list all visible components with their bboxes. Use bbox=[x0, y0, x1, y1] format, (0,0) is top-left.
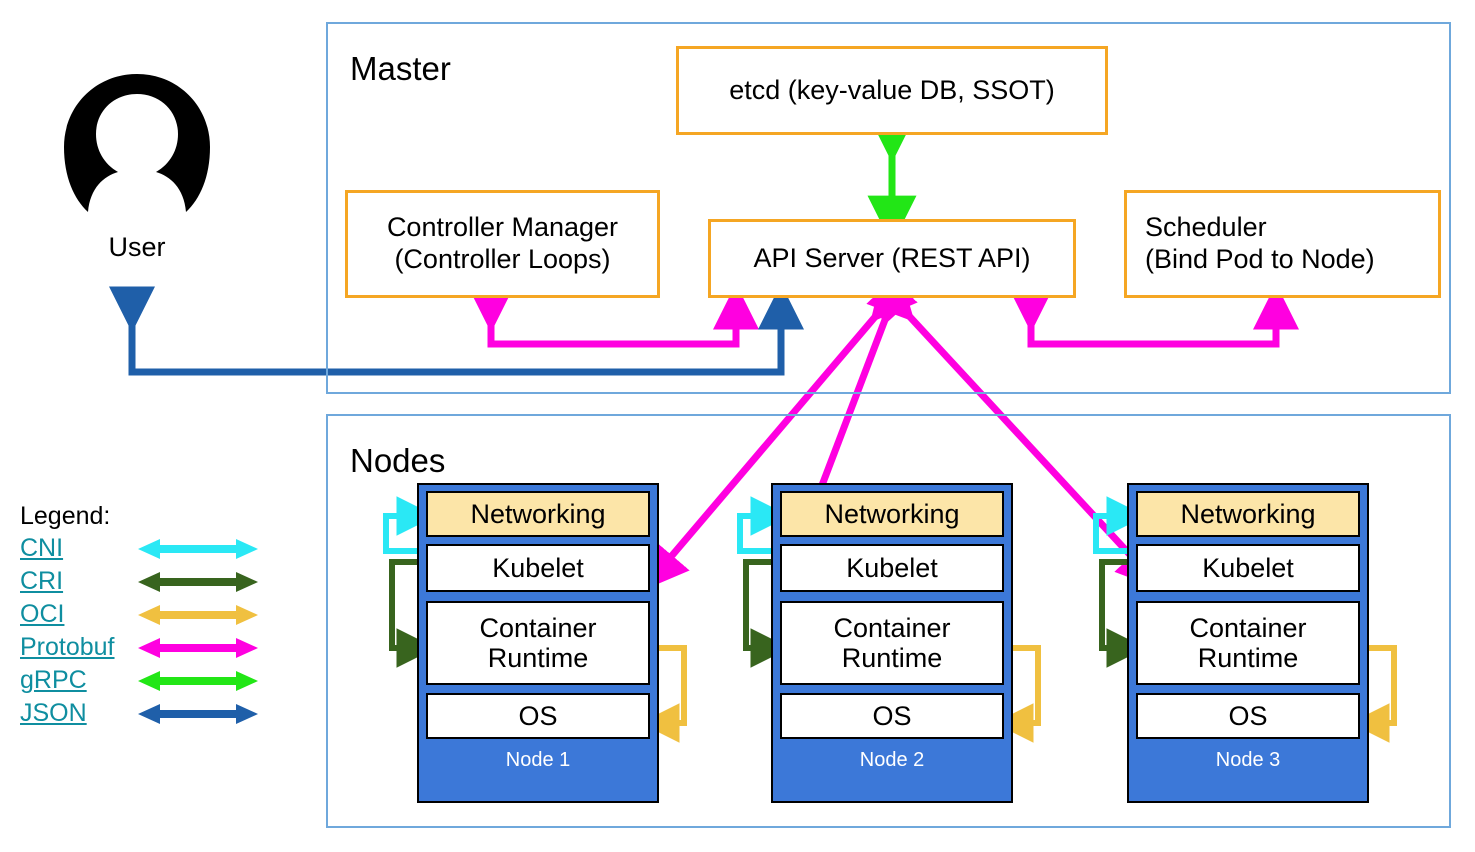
node1-networking-label: Networking bbox=[470, 498, 606, 529]
node2-kubelet-label: Kubelet bbox=[846, 552, 938, 583]
node3-kubelet-layer[interactable]: Kubelet bbox=[1136, 544, 1360, 592]
node1-networking-layer[interactable]: Networking bbox=[426, 491, 650, 537]
node3-name: Node 3 bbox=[1215, 749, 1281, 771]
scheduler-box[interactable]: Scheduler (Bind Pod to Node) bbox=[1124, 190, 1441, 298]
controller-manager-box[interactable]: Controller Manager (Controller Loops) bbox=[345, 190, 660, 298]
nodes-group-title: Nodes bbox=[350, 442, 446, 479]
legend-arrow-oci bbox=[138, 605, 258, 625]
legend-label-protobuf[interactable]: Protobuf bbox=[20, 633, 115, 661]
legend-row-cri: CRI bbox=[20, 566, 280, 599]
node3-container-runtime-layer[interactable]: Container Runtime bbox=[1136, 601, 1360, 685]
legend-arrow-protobuf bbox=[138, 638, 258, 658]
legend-title: Legend: bbox=[20, 502, 111, 530]
node1-os-label: OS bbox=[518, 700, 558, 731]
node1-container-runtime-label: Container Runtime bbox=[479, 612, 597, 673]
node3-networking-layer[interactable]: Networking bbox=[1136, 491, 1360, 537]
node2-networking-layer[interactable]: Networking bbox=[780, 491, 1004, 537]
node1-container-runtime-layer[interactable]: Container Runtime bbox=[426, 601, 650, 685]
node2-kubelet-layer[interactable]: Kubelet bbox=[780, 544, 1004, 592]
legend-row-cni: CNI bbox=[20, 533, 280, 566]
etcd-label: etcd (key-value DB, SSOT) bbox=[729, 74, 1055, 105]
node-card-1[interactable]: Networking Kubelet Container Runtime OS … bbox=[417, 483, 659, 803]
node3-container-runtime-label: Container Runtime bbox=[1189, 612, 1307, 673]
master-group-title: Master bbox=[350, 50, 451, 87]
api-server-box[interactable]: API Server (REST API) bbox=[708, 219, 1076, 298]
node-card-2[interactable]: Networking Kubelet Container Runtime OS … bbox=[771, 483, 1013, 803]
node1-name: Node 1 bbox=[505, 749, 571, 771]
legend-row-oci: OCI bbox=[20, 599, 280, 632]
node2-container-runtime-layer[interactable]: Container Runtime bbox=[780, 601, 1004, 685]
node3-os-label: OS bbox=[1228, 700, 1268, 731]
legend-row-grpc: gRPC bbox=[20, 665, 280, 698]
legend-label-json[interactable]: JSON bbox=[20, 699, 87, 727]
legend-label-cni[interactable]: CNI bbox=[20, 534, 64, 562]
legend-arrow-json bbox=[138, 704, 258, 724]
node2-name: Node 2 bbox=[859, 749, 925, 771]
legend: Legend: CNI CRI OCI Protobuf bbox=[20, 500, 280, 731]
node-card-3[interactable]: Networking Kubelet Container Runtime OS … bbox=[1127, 483, 1369, 803]
user-avatar-icon bbox=[64, 74, 210, 212]
node2-os-layer[interactable]: OS bbox=[780, 693, 1004, 739]
etcd-box[interactable]: etcd (key-value DB, SSOT) bbox=[676, 46, 1108, 135]
user-label: User bbox=[108, 232, 166, 262]
legend-label-oci[interactable]: OCI bbox=[20, 600, 65, 628]
controller-manager-label: Controller Manager (Controller Loops) bbox=[386, 212, 619, 274]
node2-container-runtime-label: Container Runtime bbox=[833, 612, 951, 673]
api-server-label: API Server (REST API) bbox=[753, 242, 1031, 273]
node2-os-label: OS bbox=[872, 700, 912, 731]
legend-arrow-cri bbox=[138, 572, 258, 592]
legend-arrow-cni bbox=[138, 539, 258, 559]
node1-kubelet-label: Kubelet bbox=[492, 552, 584, 583]
node2-networking-label: Networking bbox=[824, 498, 960, 529]
scheduler-label: Scheduler (Bind Pod to Node) bbox=[1145, 212, 1375, 274]
node1-os-layer[interactable]: OS bbox=[426, 693, 650, 739]
legend-arrow-grpc bbox=[138, 671, 258, 691]
node3-os-layer[interactable]: OS bbox=[1136, 693, 1360, 739]
node1-kubelet-layer[interactable]: Kubelet bbox=[426, 544, 650, 592]
legend-label-grpc[interactable]: gRPC bbox=[20, 666, 87, 694]
legend-label-cri[interactable]: CRI bbox=[20, 567, 64, 595]
node3-networking-label: Networking bbox=[1180, 498, 1316, 529]
master-group-container bbox=[326, 22, 1451, 394]
legend-row-json: JSON bbox=[20, 698, 280, 731]
legend-row-protobuf: Protobuf bbox=[20, 632, 280, 665]
nodes-group-container bbox=[326, 414, 1451, 828]
node3-kubelet-label: Kubelet bbox=[1202, 552, 1294, 583]
